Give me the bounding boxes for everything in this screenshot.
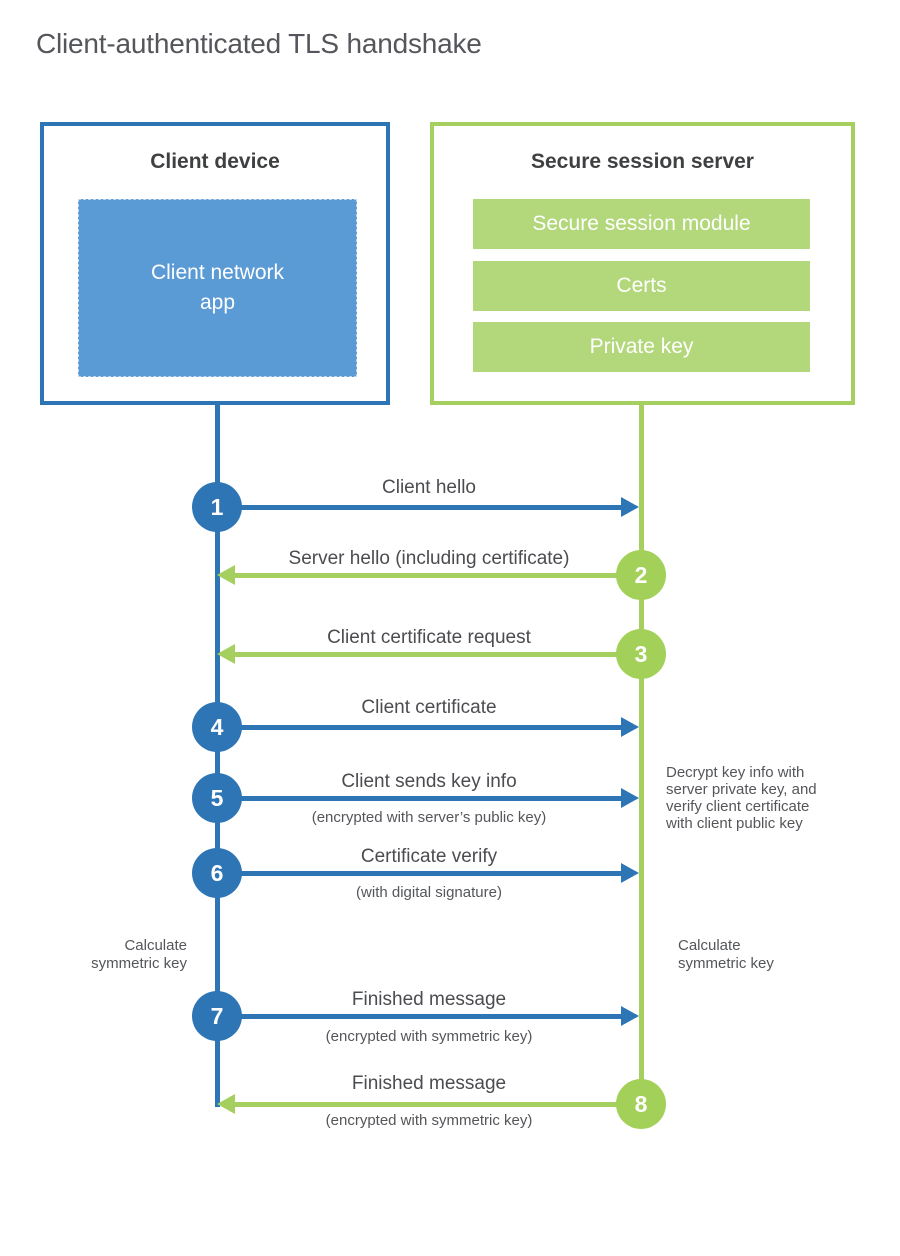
note-decrypt-line-4: with client public key	[666, 815, 803, 832]
label-client-hello: Client hello	[382, 477, 476, 498]
arrow-finished-message-server	[217, 1094, 641, 1114]
note-decrypt-line-2: server private key, and	[666, 781, 817, 798]
client-network-app-box: Client network app	[78, 199, 357, 377]
note-calc-right-line-1: Calculate	[678, 937, 741, 954]
sublabel-encrypted-symmetric-key-client: (encrypted with symmetric key)	[325, 1028, 533, 1045]
arrow-server-hello	[217, 565, 641, 585]
note-calc-left-line-1: Calculate	[124, 937, 187, 954]
note-calculate-symmetric-key-client: Calculate symmetric key	[66, 937, 187, 973]
label-client-certificate-request: Client certificate request	[327, 627, 531, 648]
step-circle-1: 1	[192, 482, 242, 532]
step-circle-2: 2	[616, 550, 666, 600]
server-module-certs: Certs	[473, 261, 810, 311]
note-decrypt-line-1: Decrypt key info with	[666, 764, 805, 781]
step-circle-5: 5	[192, 773, 242, 823]
server-module-secure-session-module: Secure session module	[473, 199, 810, 249]
arrow-client-hello	[217, 497, 639, 517]
sublabel-encrypted-symmetric-key-server: (encrypted with symmetric key)	[325, 1112, 533, 1129]
client-network-app-label: Client network app	[150, 261, 285, 314]
client-device-title: Client device	[150, 150, 280, 173]
label-finished-message-server: Finished message	[351, 1073, 507, 1094]
note-calc-right-line-2: symmetric key	[678, 955, 774, 972]
client-lifeline	[215, 403, 220, 1107]
arrow-client-certificate	[217, 717, 639, 737]
server-module-private-key: Private key	[473, 322, 810, 372]
step-circle-8: 8	[616, 1079, 666, 1129]
arrow-certificate-verify	[217, 863, 639, 883]
note-calc-left-line-2: symmetric key	[91, 955, 187, 972]
sublabel-encrypted-server-public-key: (encrypted with server’s public key)	[311, 809, 547, 826]
note-decrypt-key-info: Decrypt key info with server private key…	[666, 764, 817, 832]
note-calculate-symmetric-key-server: Calculate symmetric key	[678, 937, 774, 973]
note-decrypt-line-3: verify client certificate	[666, 798, 810, 815]
arrow-client-certificate-request	[217, 644, 641, 664]
label-certificate-verify: Certificate verify	[360, 846, 498, 867]
arrow-finished-message-client	[217, 1006, 639, 1026]
server-lifeline	[639, 403, 644, 1106]
label-server-hello: Server hello (including certificate)	[288, 548, 570, 569]
label-client-sends-key-info: Client sends key info	[341, 771, 517, 792]
arrow-client-sends-key-info	[217, 788, 639, 808]
page-title: Client-authenticated TLS handshake	[36, 28, 482, 59]
sublabel-digital-signature: (with digital signature)	[356, 884, 502, 901]
label-client-certificate: Client certificate	[361, 697, 497, 718]
step-circle-6: 6	[192, 848, 242, 898]
step-circle-4: 4	[192, 702, 242, 752]
secure-session-server-title: Secure session server	[531, 150, 754, 173]
step-circle-7: 7	[192, 991, 242, 1041]
step-circle-3: 3	[616, 629, 666, 679]
label-finished-message-client: Finished message	[351, 989, 507, 1010]
